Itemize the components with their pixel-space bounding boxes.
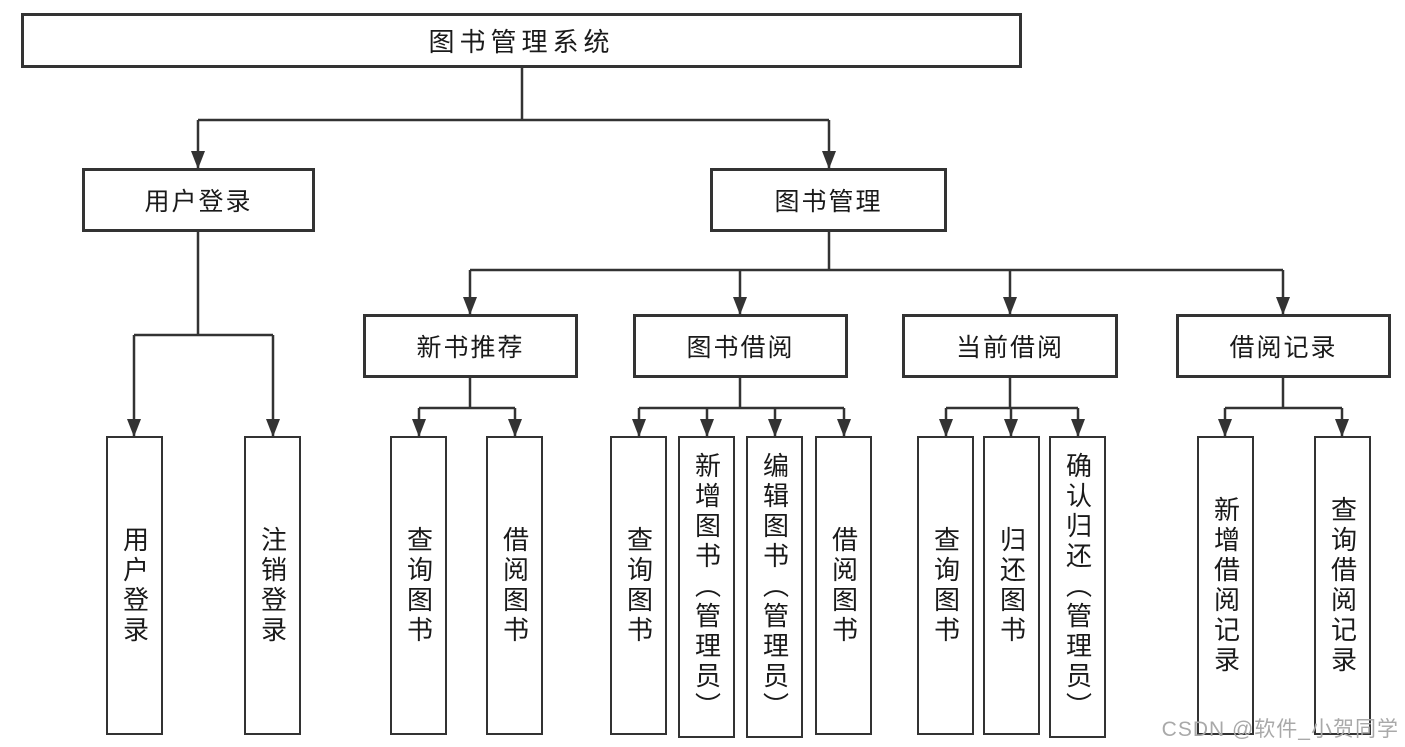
node-current-borrow-label: 当前借阅	[955, 334, 1064, 362]
node-book-borrow-label: 图书借阅	[686, 334, 795, 362]
leaf-newbook-borrow-label: 借阅图书	[499, 525, 530, 646]
leaf-newbook-query-label: 查询图书	[403, 525, 434, 646]
node-new-book: 新书推荐	[363, 314, 578, 378]
leaf-borrow-query: 查询图书	[610, 436, 667, 735]
leaf-record-query-label: 查询借阅记录	[1327, 495, 1358, 676]
node-book-mgmt: 图书管理	[710, 168, 947, 232]
leaf-current-confirm-label: 确认归还（管理员）	[1062, 452, 1093, 722]
leaf-current-confirm: 确认归还（管理员）	[1049, 436, 1106, 738]
leaf-current-query-label: 查询图书	[930, 525, 961, 646]
leaf-borrow-borrow-label: 借阅图书	[828, 525, 859, 646]
node-book-mgmt-label: 图书管理	[774, 188, 883, 216]
leaf-current-return: 归还图书	[983, 436, 1040, 735]
node-user-login-label: 用户登录	[144, 188, 253, 216]
leaf-user-login: 用户登录	[106, 436, 163, 735]
leaf-borrow-add-label: 新增图书（管理员）	[691, 452, 722, 722]
leaf-record-add-label: 新增借阅记录	[1210, 495, 1241, 676]
node-new-book-label: 新书推荐	[416, 334, 525, 362]
leaf-current-return-label: 归还图书	[996, 525, 1027, 646]
leaf-borrow-borrow: 借阅图书	[815, 436, 872, 735]
leaf-borrow-edit: 编辑图书（管理员）	[746, 436, 803, 738]
leaf-current-query: 查询图书	[917, 436, 974, 735]
leaf-user-login-label: 用户登录	[119, 525, 150, 646]
node-root-label: 图书管理系统	[428, 27, 615, 57]
node-root: 图书管理系统	[21, 13, 1022, 68]
leaf-newbook-query: 查询图书	[390, 436, 447, 735]
node-borrow-record-label: 借阅记录	[1229, 334, 1338, 362]
leaf-newbook-borrow: 借阅图书	[486, 436, 543, 735]
leaf-borrow-query-label: 查询图书	[623, 525, 654, 646]
node-borrow-record: 借阅记录	[1176, 314, 1391, 378]
leaf-record-add: 新增借阅记录	[1197, 436, 1254, 735]
leaf-borrow-add: 新增图书（管理员）	[678, 436, 735, 738]
leaf-logout-label: 注销登录	[257, 525, 288, 646]
node-book-borrow: 图书借阅	[633, 314, 848, 378]
leaf-logout: 注销登录	[244, 436, 301, 735]
node-user-login: 用户登录	[82, 168, 315, 232]
node-current-borrow: 当前借阅	[902, 314, 1118, 378]
leaf-borrow-edit-label: 编辑图书（管理员）	[759, 452, 790, 722]
leaf-record-query: 查询借阅记录	[1314, 436, 1371, 735]
csdn-watermark: CSDN @软件_小贺同学	[1161, 718, 1399, 741]
